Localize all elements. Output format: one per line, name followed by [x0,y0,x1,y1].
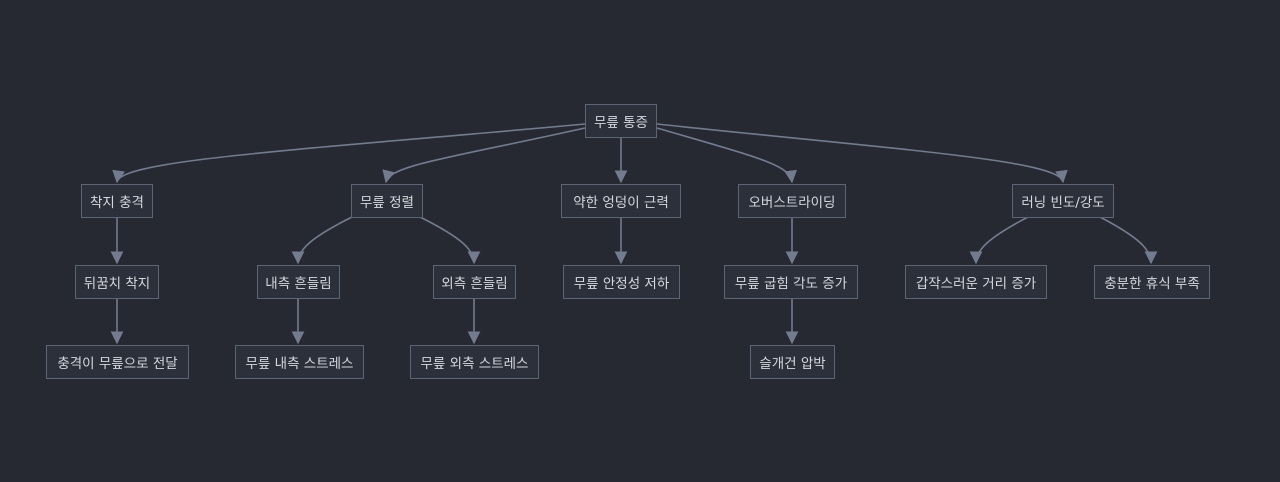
edge-root-landing [112,123,586,184]
node-lateral-stress: 무릎 외측 스트레스 [410,345,539,379]
edge-root-overstride [656,127,797,184]
edge-root-alignment [382,127,586,184]
node-lateral-wobble: 외측 흔들림 [433,265,516,299]
node-overstriding: 오버스트라이딩 [738,184,846,218]
node-lack-rest: 충분한 휴식 부족 [1094,265,1210,299]
node-knee-flexion: 무릎 굽힘 각도 증가 [724,265,858,299]
node-patellar-pressure: 슬개건 압박 [750,345,835,379]
node-medial-wobble: 내측 흔들림 [257,265,340,299]
edge-alignment-medial [291,216,353,265]
node-knee-pain: 무릎 통증 [585,104,657,138]
node-impact-to-knee: 충격이 무릎으로 전달 [46,345,189,379]
node-sudden-distance: 갑작스러운 거리 증가 [905,265,1047,299]
node-knee-alignment: 무릎 정렬 [351,184,423,218]
node-knee-stability: 무릎 안정성 저하 [563,265,680,299]
edge-freq-rest [1099,216,1158,265]
node-running-frequency: 러닝 빈도/강도 [1012,184,1114,218]
node-weak-hip: 약한 엉덩이 근력 [561,184,681,218]
edge-root-freq [656,123,1068,184]
edge-freq-distance [969,216,1029,265]
node-heel-strike: 뒤꿈치 착지 [75,265,159,299]
node-medial-stress: 무릎 내측 스트레스 [235,345,364,379]
node-landing-impact: 착지 충격 [81,184,153,218]
edge-alignment-lateral [419,216,481,265]
